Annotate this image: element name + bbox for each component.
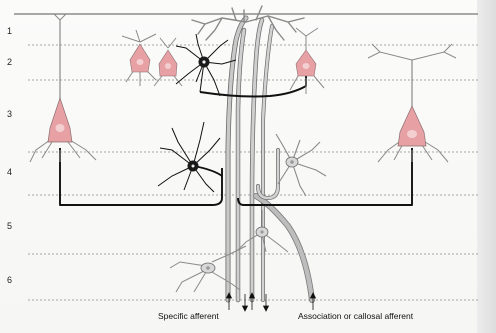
apical-tuft-branches (192, 6, 304, 40)
stellate-neuron-layer2 (176, 34, 236, 96)
left-pyramidal-axon (60, 148, 222, 205)
pyramidal-neuron-right (368, 44, 456, 162)
pyramidal-neuron-left (30, 14, 96, 162)
layer-label-2: 2 (7, 58, 12, 67)
specific-afferent-caption: Specific afferent (158, 312, 219, 321)
layer-label-5: 5 (7, 222, 12, 231)
spiny-stellate-neuron-layer4 (276, 134, 326, 196)
association-afferent-caption: Association or callosal afferent (298, 312, 413, 321)
pyramidal-neuron-layer6 (170, 246, 246, 292)
pyramidal-neuron-layer2-a (122, 30, 156, 86)
layer-label-4: 4 (7, 168, 12, 177)
layer-boundaries (14, 14, 478, 300)
layer-label-3: 3 (7, 110, 12, 119)
fiber-bundle (192, 6, 312, 300)
layer-label-1: 1 (7, 27, 12, 36)
layer-label-6: 6 (7, 276, 12, 285)
pyramidal-neuron-layer2-c (290, 28, 324, 94)
stellate-neuron-layer4 (158, 122, 220, 192)
